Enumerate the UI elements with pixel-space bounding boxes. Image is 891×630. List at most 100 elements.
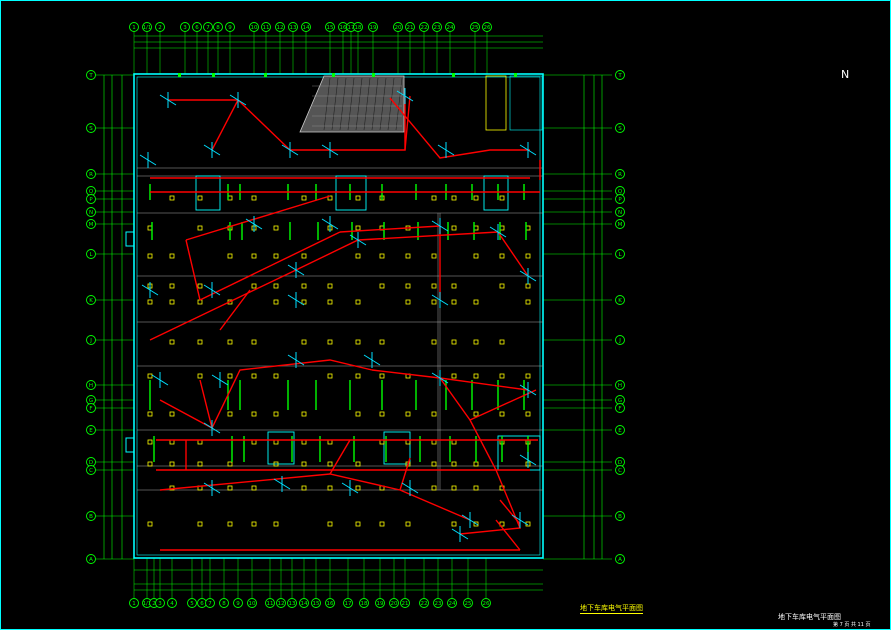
axis-bubble-left-label: B (89, 514, 93, 520)
axis-bubble-top-label: 11 (263, 25, 270, 31)
light-fixture (273, 373, 279, 379)
light-fixture (197, 225, 203, 231)
axis-bubble-right (615, 465, 625, 475)
axis-bubble-bottom (375, 598, 385, 608)
axis-bubble-bottom-label: 15 (313, 601, 320, 607)
light-fixture (147, 373, 153, 379)
wiring-run (497, 231, 529, 277)
axis-bubble-left-label: D (89, 460, 93, 466)
light-fixture (451, 339, 457, 345)
wiring-runs (139, 88, 541, 551)
axis-bubble-left-label: H (89, 383, 93, 389)
axis-bubble-left-label: G (89, 398, 93, 404)
light-fixture (379, 411, 385, 417)
light-fixture (473, 299, 479, 305)
axis-bubble-right (615, 123, 625, 133)
ramp-hatch (339, 77, 347, 131)
axis-bubble-bottom (419, 598, 429, 608)
ramp-shape (299, 75, 405, 133)
light-fixture (451, 521, 457, 527)
axis-bubble-top (432, 22, 442, 32)
light-fixture (197, 339, 203, 345)
axis-bubble-right (615, 554, 625, 564)
axis-bubble-top (203, 22, 213, 32)
axis-bubble-bottom-label: 18 (361, 601, 368, 607)
axis-bubble-bottom (247, 598, 257, 608)
ramp-hatch (331, 77, 339, 131)
axis-bubble-right-label: P (618, 197, 622, 203)
axis-bubble-bottom-label: 12 (278, 601, 285, 607)
light-fixture (379, 373, 385, 379)
light-fixture (169, 339, 175, 345)
axis-bubble-right (615, 425, 625, 435)
light-fixture (301, 485, 307, 491)
axis-bubble-bottom-label: 17 (345, 601, 352, 607)
ramp-area (299, 75, 405, 133)
axis-bubble-bottom (447, 598, 457, 608)
grid-lines (92, 32, 612, 598)
axis-bubble-bottom (325, 598, 335, 608)
light-fixture (197, 283, 203, 289)
light-fixture (301, 253, 307, 259)
axis-bubble-bottom-label: 22 (421, 601, 428, 607)
north-label: N (841, 68, 850, 81)
light-fixture (355, 195, 361, 201)
light-fixture (327, 521, 333, 527)
axis-bubble-bottom-label: 5 (190, 601, 194, 607)
axis-bubble-left (86, 380, 96, 390)
wiring-run (495, 519, 521, 551)
axis-bubble-right (615, 70, 625, 80)
axis-bubble-left (86, 219, 96, 229)
light-fixture (355, 521, 361, 527)
axis-bubble-top-label: 19 (370, 25, 377, 31)
axis-bubble-top-label: 17 (348, 25, 355, 31)
light-fixture (355, 299, 361, 305)
light-fixture (147, 253, 153, 259)
axis-bubble-left-label: C (89, 468, 93, 474)
light-fixture (301, 339, 307, 345)
axis-bubble-bottom (433, 598, 443, 608)
axis-bubble-right-label: F (618, 406, 621, 412)
stair-core (383, 431, 411, 465)
light-fixture (473, 461, 479, 467)
building-outline (133, 73, 544, 559)
axis-bubble-right-label: A (618, 557, 622, 563)
light-fixture (451, 283, 457, 289)
axis-bubble-bottom (400, 598, 410, 608)
ramp-hatch (379, 77, 387, 131)
light-fixture (355, 225, 361, 231)
light-fixture (273, 225, 279, 231)
axis-bubble-top-label: 9 (228, 25, 232, 31)
axis-bubble-bottom (276, 598, 286, 608)
stair-core (195, 175, 221, 211)
axis-bubble-right (615, 219, 625, 229)
axis-bubble-right (615, 194, 625, 204)
axis-bubble-bottom (187, 598, 197, 608)
axis-bubble-bottom-label: 11 (267, 601, 274, 607)
axis-bubble-bottom-label: 21 (402, 601, 409, 607)
light-fixture (379, 339, 385, 345)
light-fixture (273, 411, 279, 417)
light-fixture (227, 373, 233, 379)
axis-bubble-left-label: L (89, 252, 93, 258)
axis-bubble-bottom-label: 9 (236, 601, 240, 607)
axis-bubble-left (86, 207, 96, 217)
light-fixture (327, 299, 333, 305)
axis-bubble-right-label: K (618, 298, 622, 304)
axis-bubble-top (213, 22, 223, 32)
axis-bubble-top-label: 24 (447, 25, 454, 31)
light-fixture (451, 485, 457, 491)
axis-bubble-top-label: 22 (421, 25, 428, 31)
axis-bubble-top (142, 22, 152, 32)
light-fixture (251, 253, 257, 259)
ramp-hatch (371, 77, 379, 131)
light-fixture (525, 373, 531, 379)
axis-bubble-top-label: 8 (216, 25, 220, 31)
axis-bubble-right-label: B (618, 514, 622, 520)
light-fixture (147, 521, 153, 527)
stair-core (267, 431, 295, 465)
axis-bubble-top (192, 22, 202, 32)
light-fixture (431, 411, 437, 417)
wiring-run (159, 473, 471, 521)
axis-bubble-left (86, 335, 96, 345)
